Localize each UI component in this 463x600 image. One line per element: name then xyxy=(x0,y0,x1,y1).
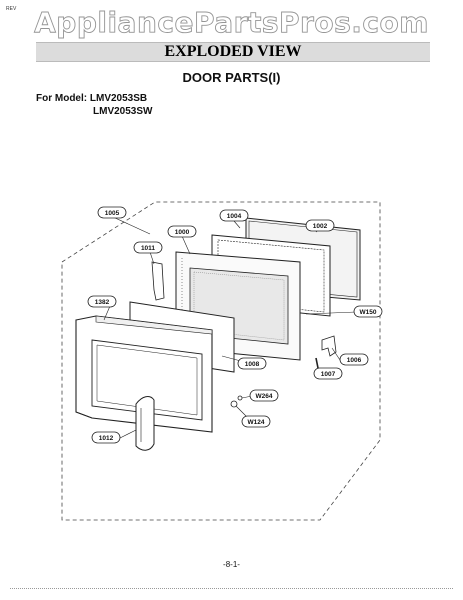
callout-1000-label: 1000 xyxy=(175,229,190,236)
callout-1005: 1005 xyxy=(97,206,127,219)
callout-W264: W264 xyxy=(249,389,279,402)
model-label: For Model: LMV2053SB xyxy=(36,93,148,104)
callout-1005-label: 1005 xyxy=(105,210,120,217)
watermark: AppliancePartsPros.com xyxy=(34,6,429,40)
callout-1004: 1004 xyxy=(219,209,249,222)
callout-W264-label: W264 xyxy=(256,393,273,400)
corner-tag: REV xyxy=(6,6,17,12)
callout-1382: 1382 xyxy=(87,295,117,308)
callout-W150-label: W150 xyxy=(360,309,377,316)
page-number: -8-1- xyxy=(223,560,240,569)
callout-W124: W124 xyxy=(241,415,271,428)
callout-1006: 1006 xyxy=(339,353,369,366)
callout-1008: 1008 xyxy=(237,357,267,370)
model-label-2: LMV2053SW xyxy=(93,106,153,117)
callout-1006-label: 1006 xyxy=(347,357,362,364)
callout-1007: 1007 xyxy=(313,367,343,380)
callout-1004-label: 1004 xyxy=(227,213,242,220)
callout-1002-label: 1002 xyxy=(313,223,328,230)
latch-lever xyxy=(151,261,165,301)
callout-1007-label: 1007 xyxy=(321,371,336,378)
door-handle xyxy=(135,396,155,451)
section-title: DOOR PARTS(I) xyxy=(182,70,281,85)
callout-1382-label: 1382 xyxy=(95,299,110,306)
callout-1008-label: 1008 xyxy=(245,361,260,368)
callout-1012-label: 1012 xyxy=(99,435,114,442)
assembly-boundary xyxy=(61,201,381,521)
callout-1000: 1000 xyxy=(167,225,197,238)
banner: EXPLODED VIEW xyxy=(36,42,430,62)
door-outer-frame xyxy=(75,315,213,433)
callout-1011-label: 1011 xyxy=(141,245,155,252)
bottom-rule xyxy=(10,588,453,589)
callout-1002: 1002 xyxy=(305,219,335,232)
banner-title: EXPLODED VIEW xyxy=(164,43,302,60)
callout-W150: W150 xyxy=(353,305,383,318)
hinge-screws xyxy=(230,395,243,408)
callout-1011: 1011 xyxy=(133,241,163,254)
callout-W124-label: W124 xyxy=(248,419,265,426)
callout-1012: 1012 xyxy=(91,431,121,444)
